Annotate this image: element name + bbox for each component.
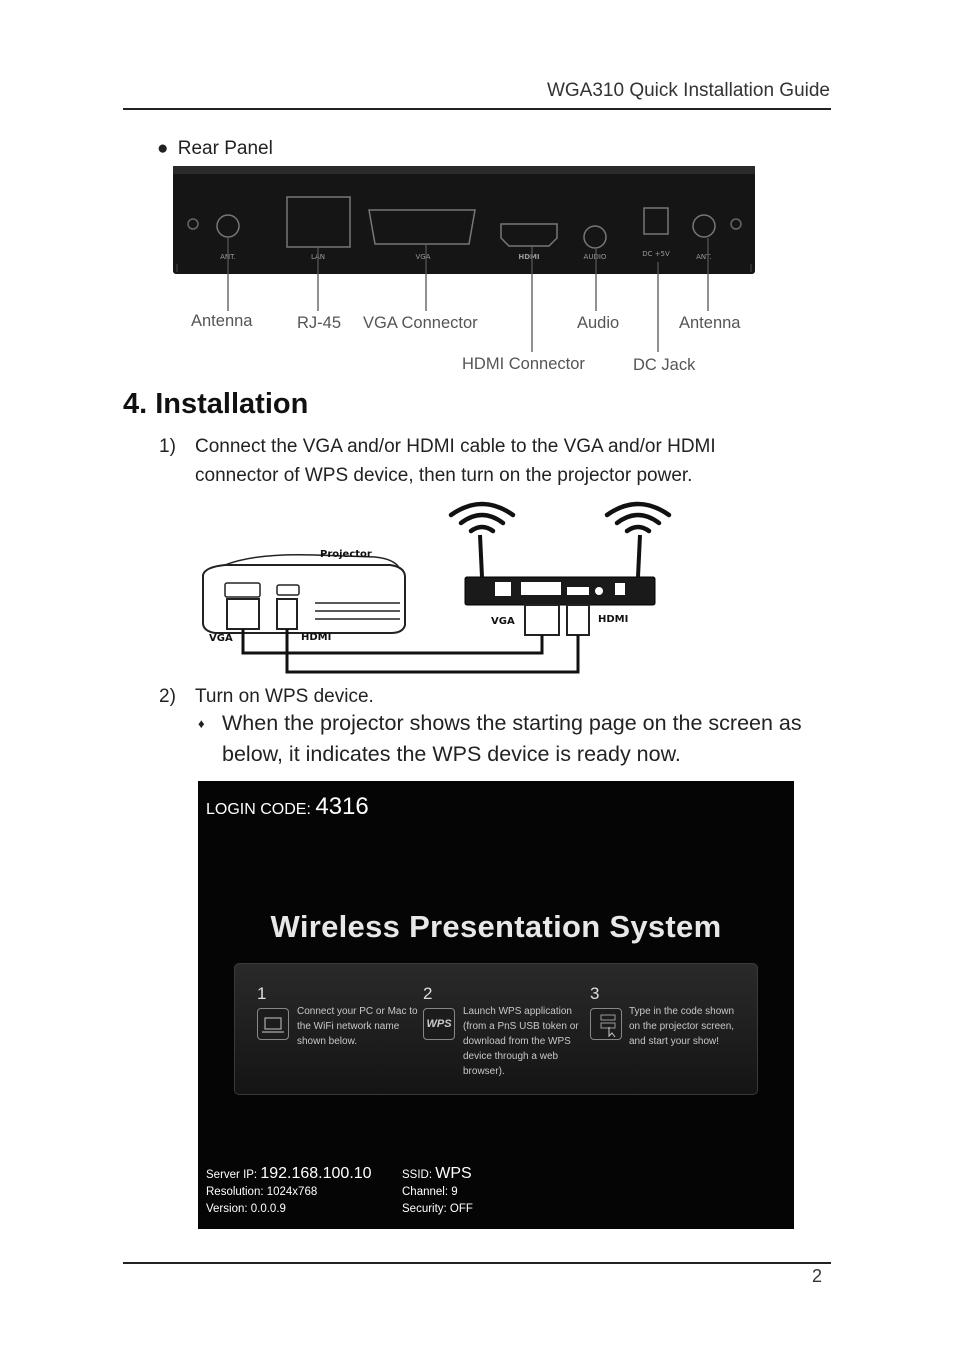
version-line: Version: 0.0.0.9 [206,1203,286,1215]
screen-step1-text: Connect your PC or Mac to the WiFi netwo… [297,1006,418,1047]
panel-port-ant-right: ANT. [696,253,712,261]
server-ip-value: 192.168.100.10 [260,1165,372,1182]
steps-panel: 1 Connect your PC or Mac to the WiFi net… [234,963,758,1095]
bullet-dot-icon: ● [157,138,169,159]
diamond-bullet-icon: ♦ [198,716,205,731]
step2-subtext: When the projector shows the starting pa… [222,711,802,766]
ssid-line: SSID: WPS [402,1165,472,1183]
callout-rj45: RJ-45 [297,314,342,332]
wifi-icon-left [448,501,516,534]
ssid-value: WPS [435,1165,472,1182]
diagram-vga-right: VGA [491,616,515,627]
callout-lines [227,238,709,352]
callout-antenna-left: Antenna [191,312,253,330]
footer-rule [123,1262,831,1264]
rear-panel-label: Rear Panel [177,138,273,159]
screen-step1-num: 1 [257,984,267,1003]
panel-port-audio: AUDIO [584,253,607,261]
diagram-hdmi-right: HDMI [598,614,628,625]
screen-title: Wireless Presentation System [270,909,722,944]
screen-step2-num: 2 [423,984,433,1003]
wps-app-icon: WPS [423,1008,455,1040]
login-code-label: LOGIN CODE: [206,801,311,818]
screen-step3-text: Type in the code shown on the projector … [629,1006,735,1047]
wps-start-screen: LOGIN CODE: 4316 Wireless Presentation S… [198,781,794,1229]
header-rule [123,108,831,110]
ssid-label: SSID: [402,1169,433,1181]
panel-port-vga: VGA [415,253,430,261]
wifi-icon-right [604,501,672,534]
header-title: WGA310 Quick Installation Guide [546,80,830,101]
panel-port-hdmi: HDMI [518,253,539,261]
step1-number: 1) [159,436,176,457]
rear-panel-bullet: ● Rear Panel [157,138,273,160]
channel-line: Channel: 9 [402,1186,458,1198]
code-entry-icon [590,1008,622,1040]
panel-port-dc: DC +5V [642,250,670,258]
callout-audio: Audio [577,314,620,332]
step2-text: Turn on WPS device. [195,686,374,707]
login-code-line: LOGIN CODE: 4316 [206,793,369,821]
section-heading: 4. Installation [123,388,309,420]
diagram-vga-left: VGA [209,633,233,644]
callout-antenna-right: Antenna [679,314,741,332]
server-ip-label: Server IP: [206,1169,258,1181]
diagram-projector-label: Projector [320,549,372,560]
connection-diagram: Projector VGA HDMI VGA HDMI [202,501,672,674]
laptop-wifi-icon [257,1008,289,1040]
login-code-value: 4316 [315,793,369,820]
screen-step2-text: Launch WPS application (from a PnS USB t… [463,1006,579,1077]
server-ip-line: Server IP: 192.168.100.10 [206,1165,372,1183]
resolution-line: Resolution: 1024x768 [206,1186,318,1198]
callout-hdmi-connector: HDMI Connector [462,355,585,373]
callout-dc-jack: DC Jack [633,356,696,374]
screen-step3-num: 3 [590,984,600,1003]
page-number: 2 [812,1266,823,1286]
security-line: Security: OFF [402,1203,473,1215]
step2-number: 2) [159,686,176,707]
diagram-hdmi-left: HDMI [301,632,331,643]
step1-text: Connect the VGA and/or HDMI cable to the… [195,436,716,486]
callout-vga-connector: VGA Connector [363,314,478,332]
